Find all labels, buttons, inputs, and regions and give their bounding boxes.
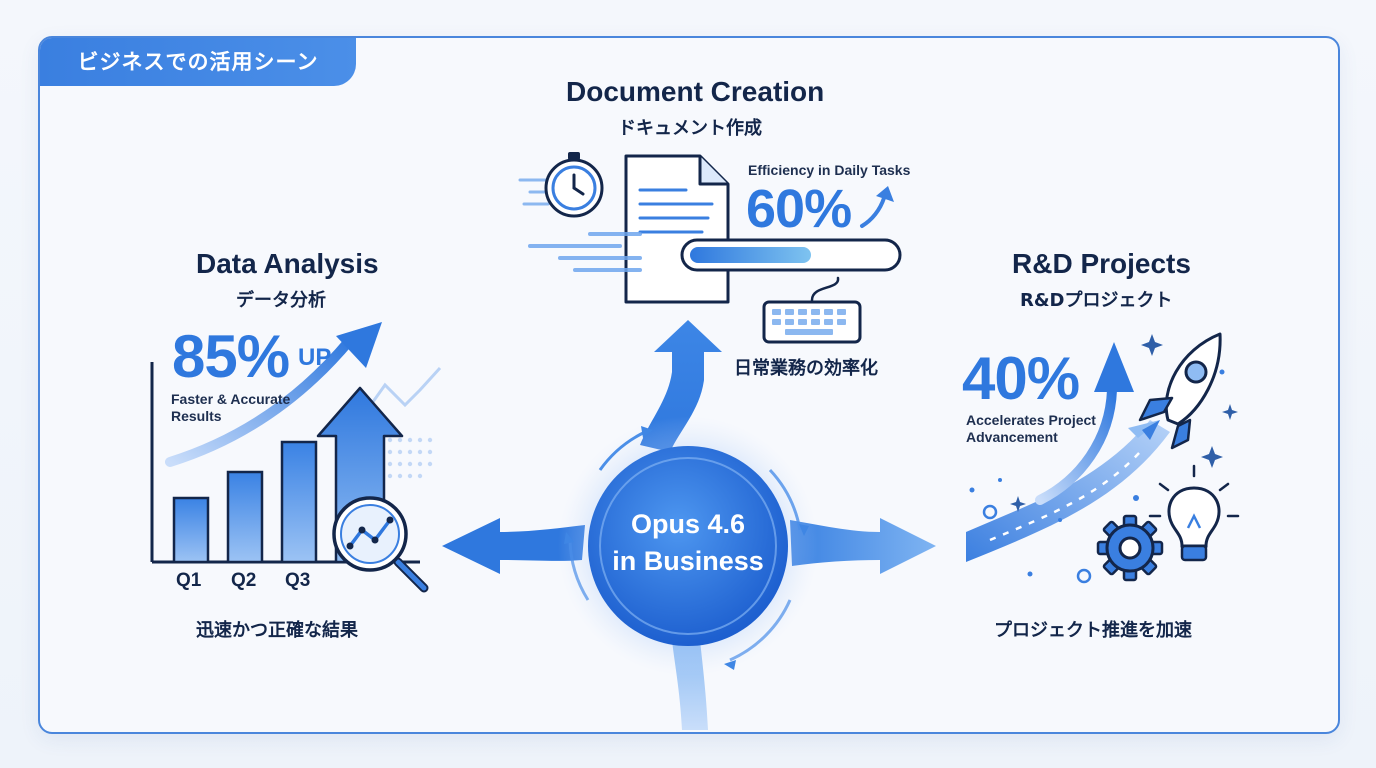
- rd-up-arrow: [1035, 342, 1134, 505]
- section-badge: ビジネスでの活用シーン: [40, 38, 356, 86]
- hub-label: Opus 4.6 in Business: [598, 506, 778, 580]
- orbit-arrowheads: [564, 426, 809, 670]
- hub-label-line1: Opus 4.6: [630, 509, 746, 539]
- rd-projects-title: R&D Projects: [1012, 248, 1191, 279]
- road-path: [966, 420, 1170, 562]
- hub-label-line2: in Business: [612, 546, 764, 576]
- tick-label-q2: Q2: [231, 570, 257, 591]
- hub-circle: [588, 446, 788, 646]
- magnifier-icon: [332, 496, 429, 593]
- bar-q1: [172, 496, 210, 564]
- bar-q3: [280, 440, 318, 564]
- document-creation-title: Document Creation: [566, 76, 825, 107]
- rd-caption-line1: Accelerates Project: [966, 412, 1096, 428]
- document-creation-subtitle: 日常業務の効率化: [734, 358, 878, 379]
- analysis-metric: 85%: [172, 323, 290, 390]
- hub-orbits: [568, 430, 802, 662]
- data-analysis-title-jp: データ分析: [236, 290, 326, 311]
- gear-icon: [1096, 514, 1164, 582]
- data-analysis-subtitle: 迅速かつ正確な結果: [196, 620, 358, 641]
- efficiency-up-arrow: [860, 186, 894, 228]
- rd-projects-title-jp: R&Dプロジェクト: [1020, 290, 1173, 311]
- stopwatch-icon: [518, 152, 604, 218]
- rd-caption-line2: Advancement: [966, 429, 1058, 445]
- document-creation-title-jp: ドキュメント作成: [618, 118, 762, 139]
- tick-label-q1: Q1: [176, 570, 202, 591]
- keyboard-icon: [762, 276, 862, 344]
- data-analysis-title: Data Analysis: [196, 248, 379, 279]
- analysis-caption-line1: Faster & Accurate: [171, 391, 291, 407]
- rd-metric: 40%: [962, 345, 1080, 412]
- tick-label-q3: Q3: [285, 570, 311, 591]
- analysis-metric-suffix: UP: [298, 344, 332, 371]
- sparkle-icon: [1010, 334, 1238, 512]
- progress-bar: [680, 238, 902, 272]
- analysis-caption-line2: Results: [171, 408, 222, 424]
- rd-projects-subtitle: プロジェクト推進を加速: [994, 620, 1192, 641]
- efficiency-caption: Efficiency in Daily Tasks: [748, 162, 911, 178]
- rocket-icon: [1128, 332, 1222, 450]
- growth-curve-arrow: [165, 322, 382, 467]
- efficiency-metric: 60%: [746, 179, 852, 239]
- lightbulb-icon: [1148, 464, 1240, 562]
- decorative-dots: [969, 369, 1225, 584]
- bar-q2: [226, 470, 264, 564]
